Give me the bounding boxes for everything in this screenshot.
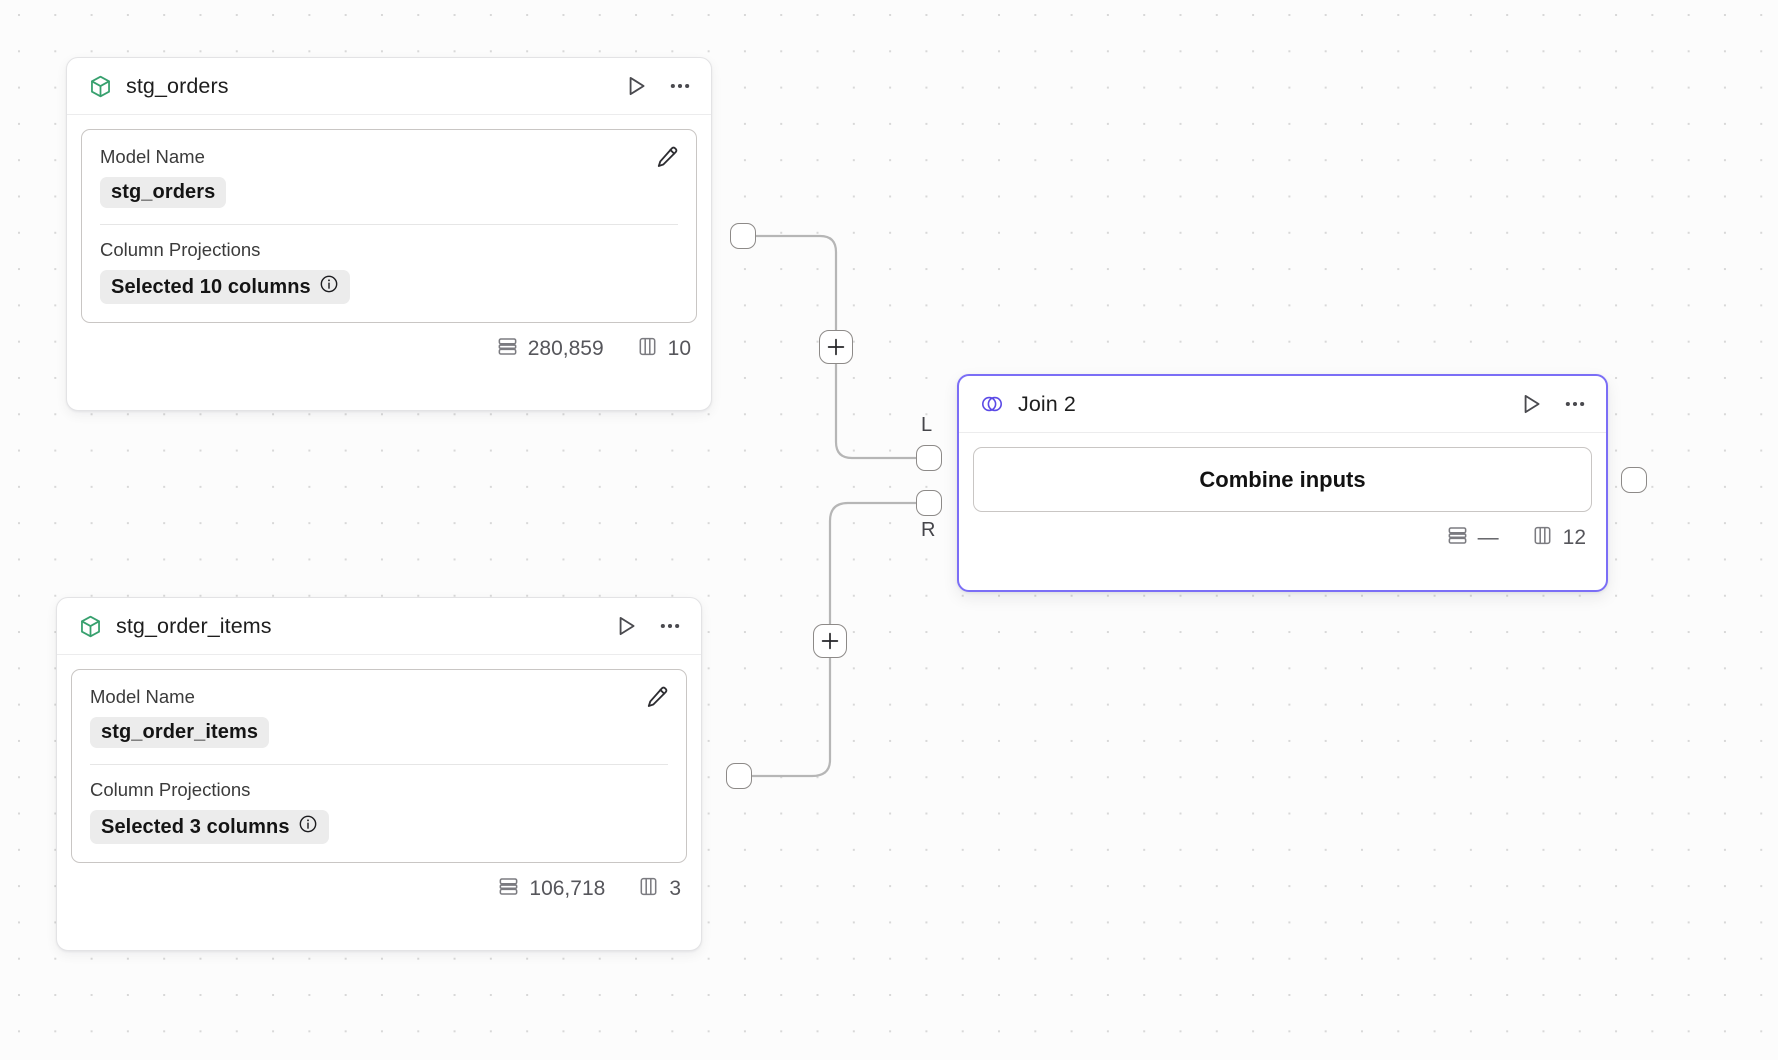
node-title: Join 2 [1018,391,1076,416]
join-icon [979,391,1005,417]
node-footer: 280,859 10 [67,323,711,375]
output-port-stg-order-items[interactable] [726,763,752,789]
column-count-stat: 12 [1531,524,1586,553]
info-icon[interactable] [319,274,339,300]
node-body: Combine inputs [959,433,1606,512]
edit-pencil-icon[interactable] [654,144,680,170]
plus-icon [821,632,839,650]
column-projections-label: Column Projections [90,779,251,800]
more-options-icon[interactable] [1562,391,1588,417]
columns-icon [1531,524,1554,553]
edit-pencil-icon[interactable] [644,684,670,710]
node-header: stg_orders [67,58,711,115]
column-projections-text: Selected 10 columns [111,275,311,298]
column-count-stat: 10 [636,335,691,364]
model-name-value[interactable]: stg_order_items [90,717,270,748]
rows-icon [1446,524,1469,553]
column-projections-label: Column Projections [100,239,261,260]
add-node-on-edge-top-button[interactable] [819,330,853,364]
plus-icon [827,338,845,356]
info-icon[interactable] [298,814,318,840]
combine-inputs-button[interactable]: Combine inputs [973,447,1592,512]
output-port-join-2[interactable] [1621,467,1647,493]
column-count-stat: 3 [637,875,681,904]
add-node-on-edge-bottom-button[interactable] [813,624,847,658]
node-header-actions [613,613,683,639]
more-options-icon[interactable] [667,73,693,99]
column-projections-value[interactable]: Selected 10 columns [100,270,350,304]
column-count-value: 10 [667,337,691,360]
input-port-join-right[interactable] [916,490,942,516]
divider [90,764,668,765]
model-name-value[interactable]: stg_orders [100,177,227,208]
row-count-stat: 280,859 [496,335,604,364]
input-port-right-label: R [921,519,936,541]
row-count-stat: 106,718 [497,875,605,904]
model-name-label: Model Name [90,686,195,707]
column-projections-value[interactable]: Selected 3 columns [90,810,329,844]
model-name-label: Model Name [100,146,205,167]
row-count-value: 106,718 [529,877,606,900]
divider [100,224,678,225]
run-icon[interactable] [613,613,639,639]
node-header: Join 2 [959,376,1606,433]
rows-icon [496,335,519,364]
more-options-icon[interactable] [657,613,683,639]
node-header: stg_order_items [57,598,701,655]
node-stg-orders[interactable]: stg_orders [66,57,712,411]
input-port-join-left[interactable] [916,445,942,471]
node-join-2[interactable]: Join 2 Combine inputs [957,374,1608,592]
column-projections-text: Selected 3 columns [101,815,290,838]
properties-panel: Model Name stg_orders Column Projections… [81,129,697,323]
node-header-actions [623,73,693,99]
run-icon[interactable] [1518,391,1544,417]
properties-panel: Model Name stg_order_items Column Projec… [71,669,687,863]
row-count-value: — [1477,526,1499,549]
columns-icon [636,335,659,364]
node-body: Model Name stg_orders Column Projections… [67,115,711,323]
column-count-value: 12 [1562,526,1586,549]
node-header-actions [1518,391,1588,417]
node-body: Model Name stg_order_items Column Projec… [57,655,701,863]
node-footer: 106,718 3 [57,863,701,915]
node-title: stg_order_items [116,613,272,638]
run-icon[interactable] [623,73,649,99]
cube-icon [77,613,103,639]
output-port-stg-orders[interactable] [730,223,756,249]
row-count-stat: — [1446,524,1499,553]
row-count-value: 280,859 [527,337,604,360]
node-footer: — 12 [959,512,1606,564]
columns-icon [637,875,660,904]
node-title: stg_orders [126,73,229,98]
node-stg-order-items[interactable]: stg_order_items [56,597,702,951]
cube-icon [87,73,113,99]
rows-icon [497,875,520,904]
column-count-value: 3 [669,877,681,900]
input-port-left-label: L [921,414,933,436]
